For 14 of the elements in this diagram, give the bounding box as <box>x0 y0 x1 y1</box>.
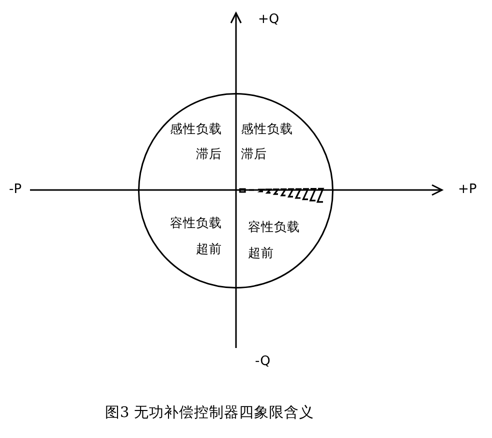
quadrant-label: 超前 <box>196 241 222 256</box>
quadrant-label: 超前 <box>248 245 274 260</box>
quadrant-label: 容性负载 <box>248 219 300 234</box>
figure-caption: 图3 无功补偿控制器四象限含义 <box>105 404 314 422</box>
quadrant-label: 感性负载 <box>241 121 293 136</box>
axis-label: +Q <box>258 12 280 28</box>
axis-label: -P <box>9 182 22 198</box>
axis-label: +P <box>458 182 477 198</box>
circle-node <box>138 93 334 289</box>
quadrant-label: 感性负载 <box>170 121 222 136</box>
quadrant-label: 滞后 <box>196 146 222 161</box>
axis-label: -Q <box>255 354 270 370</box>
quadrant-label: 滞后 <box>241 146 267 161</box>
quadrant-label: 容性负载 <box>170 215 222 230</box>
